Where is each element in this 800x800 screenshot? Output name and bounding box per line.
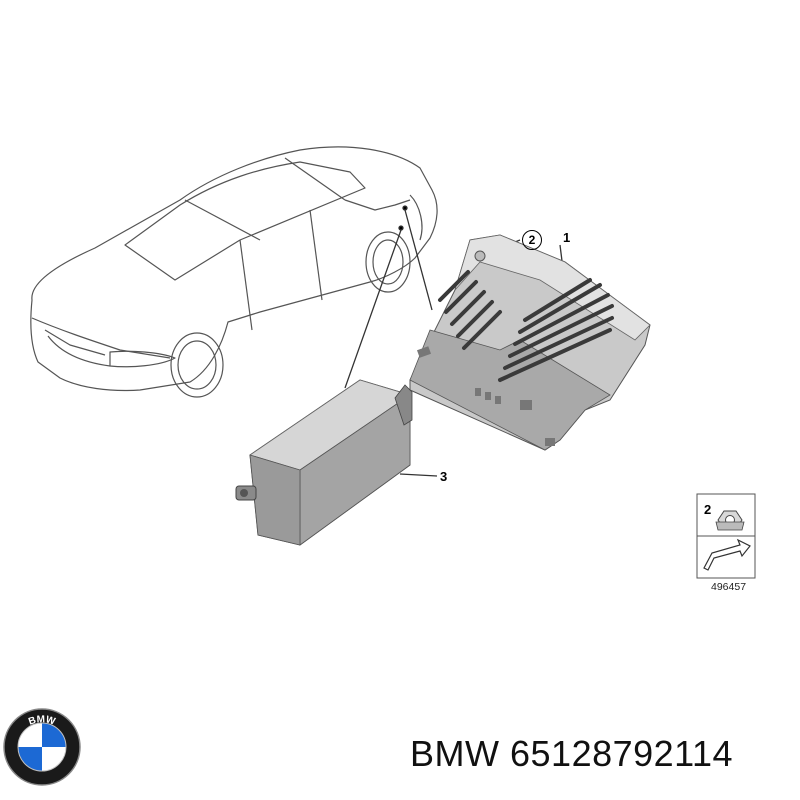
bmw-logo: BMW [3, 708, 81, 786]
diagram-code: 496457 [711, 581, 747, 593]
callout-part-2: 2 [522, 230, 542, 250]
arrow-icon [703, 538, 751, 571]
part-caption: BMW 65128792114 [410, 733, 733, 775]
caption-brand: BMW [410, 733, 500, 774]
logo-lettering: BMW [27, 714, 57, 728]
cooling-fins [438, 270, 614, 382]
callout-part-3: 3 [440, 469, 448, 484]
amplifier-part-1 [409, 234, 651, 451]
caption-part-number: 65128792114 [510, 733, 734, 774]
nut-icon [715, 510, 745, 531]
car-outline [30, 146, 438, 398]
mounting-tabs [416, 250, 555, 446]
legend-box [696, 493, 756, 579]
callout-part-1: 1 [563, 230, 571, 245]
legend-item-number: 2 [704, 502, 712, 517]
control-module-part-3 [235, 379, 413, 546]
